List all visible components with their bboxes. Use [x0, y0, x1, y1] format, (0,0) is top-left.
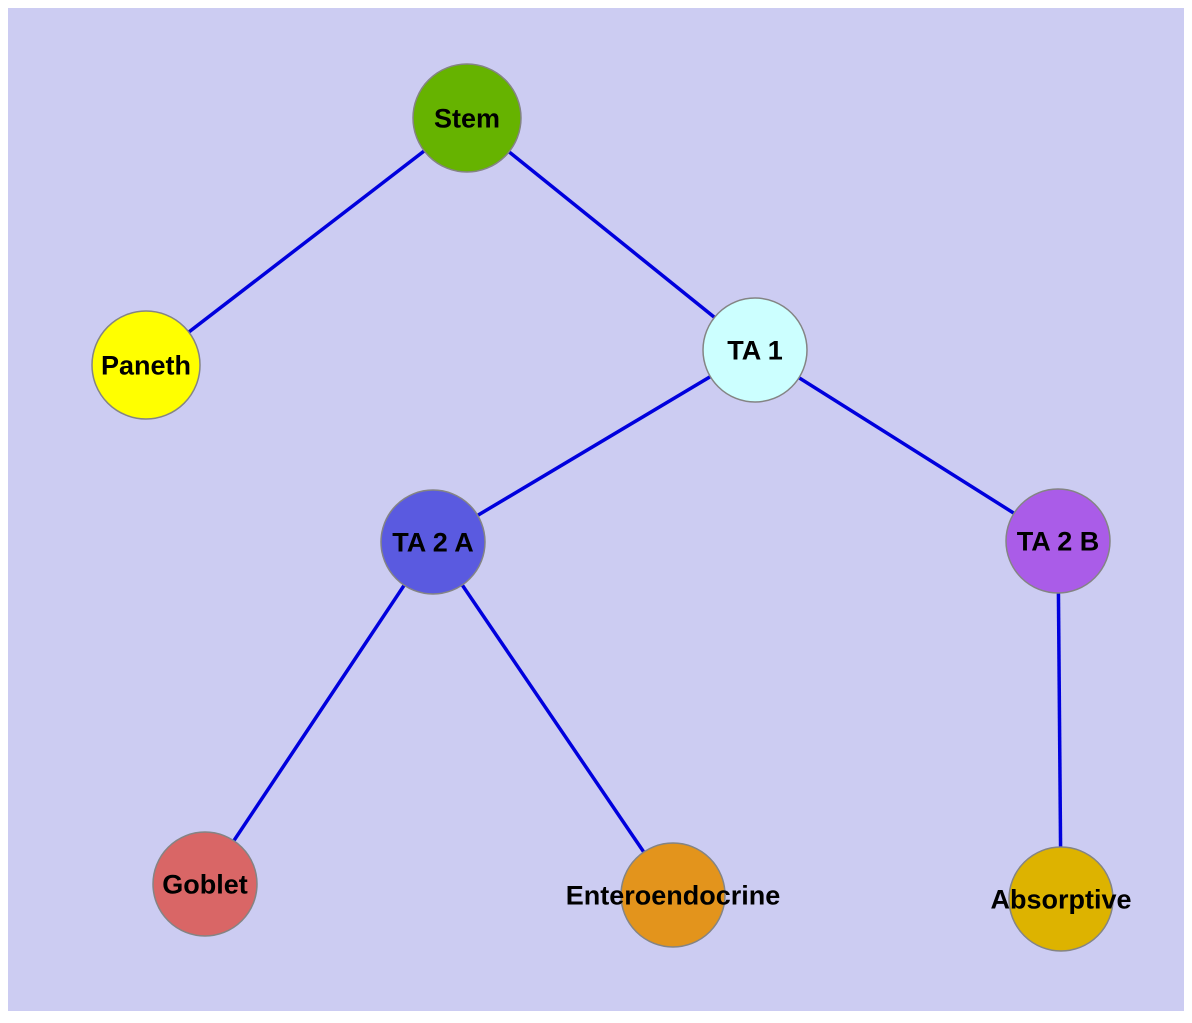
node-ta2a: TA 2 A: [380, 489, 486, 595]
node-stem-circle: [412, 63, 522, 173]
edge-ta2a-goblet: [203, 541, 435, 885]
node-ta2b-circle: [1005, 488, 1111, 594]
node-absorptive-circle: [1008, 846, 1114, 952]
node-paneth-circle: [91, 310, 201, 420]
node-ta2a-circle: [380, 489, 486, 595]
edge-stem-paneth: [144, 116, 469, 367]
node-stem: Stem: [412, 63, 522, 173]
node-ta1-circle: [702, 297, 808, 403]
node-paneth: Paneth: [91, 310, 201, 420]
edge-ta2a-enteroendocrine: [431, 541, 675, 896]
edge-stem-ta1: [465, 116, 757, 352]
edge-ta2b-absorptive: [1056, 540, 1063, 900]
node-ta2b: TA 2 B: [1005, 488, 1111, 594]
node-goblet: Goblet: [152, 831, 258, 937]
edge-ta1-ta2a: [432, 348, 756, 544]
node-ta1: TA 1: [702, 297, 808, 403]
node-goblet-circle: [152, 831, 258, 937]
node-enteroendocrine-circle: [620, 842, 726, 948]
edge-ta1-ta2b: [754, 348, 1059, 543]
